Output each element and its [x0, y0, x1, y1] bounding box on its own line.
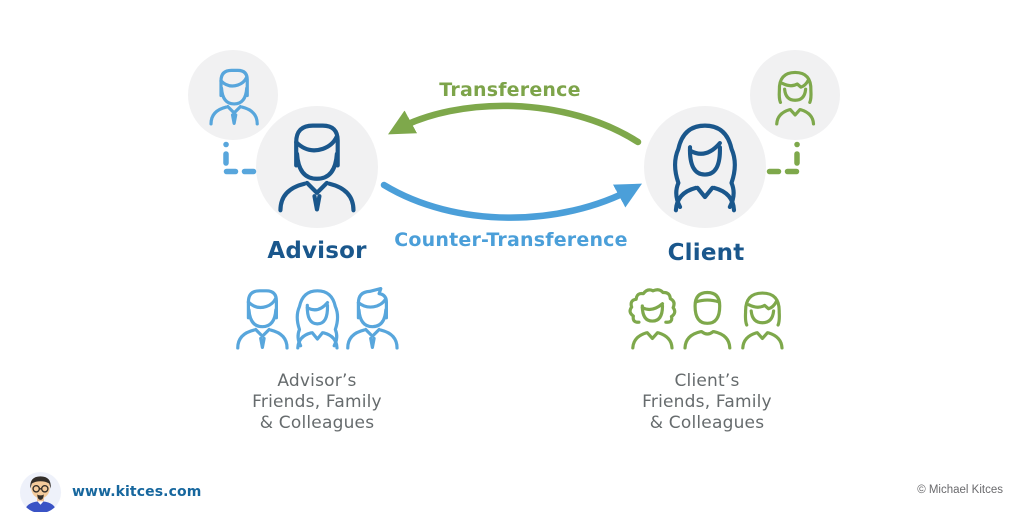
client-friends-icon: [629, 289, 783, 349]
transference-label: Transference: [439, 79, 581, 101]
client-dashed-connector: [761, 141, 800, 175]
caption-line: Friends, Family: [642, 392, 772, 412]
caption-line: & Colleagues: [649, 413, 765, 433]
advisor-label: Advisor: [267, 238, 367, 264]
client-friends-caption: Client’s Friends, Family & Colleagues: [587, 371, 827, 434]
caption-line: Client’s: [674, 371, 740, 391]
caption-line: & Colleagues: [259, 413, 375, 433]
advisor-friends-icon: [237, 288, 398, 349]
copyright-text: © Michael Kitces: [917, 484, 1003, 496]
counter-transference-arrow-icon: [380, 181, 643, 221]
client-label: Client: [667, 240, 745, 266]
counter-transference-label: Counter-Transference: [394, 229, 628, 251]
caption-line: Advisor’s: [277, 371, 357, 391]
advisor-friends-caption: Advisor’s Friends, Family & Colleagues: [197, 371, 437, 434]
avatar-circles: [188, 50, 840, 228]
kitces-logo: [19, 471, 62, 512]
caption-line: Friends, Family: [252, 392, 382, 412]
transference-arrow-icon: [388, 102, 642, 146]
advisor-dashed-connector: [223, 141, 262, 175]
kitces-website-link[interactable]: www.kitces.com: [72, 484, 202, 500]
